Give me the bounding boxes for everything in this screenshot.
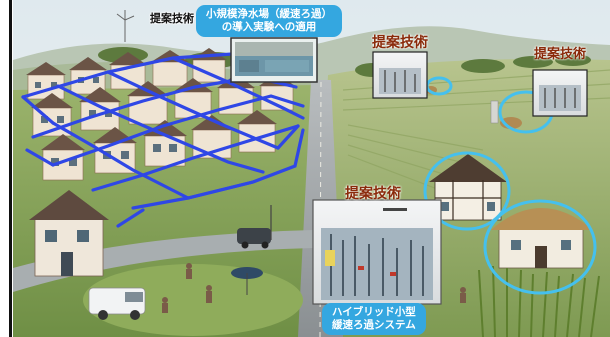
cornfield xyxy=(478,265,600,337)
wind-turbine xyxy=(116,10,135,42)
highlight-circles xyxy=(423,76,597,295)
bottom-info-bubble: ハイブリッド小型 緩速ろ過システム xyxy=(322,303,426,335)
top-info-bubble: 小規模浄水場（緩速ろ過） の導入実験への適用 xyxy=(196,5,342,37)
people xyxy=(162,263,466,313)
tudor-house xyxy=(429,154,507,221)
proposed-tech-label-top: 提案技術 xyxy=(150,12,194,25)
filter-unit-mid xyxy=(372,51,428,99)
water-pipe-network xyxy=(21,50,305,228)
proposed-tech-label-right: 提案技術 xyxy=(534,47,587,62)
filter-unit-large xyxy=(312,199,442,305)
thatched-cottage xyxy=(491,208,593,269)
bottom-bubble-line2: 緩速ろ過システム xyxy=(332,319,416,331)
bottom-bubble-line1: ハイブリッド小型 xyxy=(332,306,416,318)
top-bubble-line2: の導入実験への適用 xyxy=(221,21,317,33)
top-bubble-line1: 小規模浄水場（緩速ろ過） xyxy=(206,8,332,20)
dark-car xyxy=(237,228,271,249)
filter-unit-right xyxy=(532,69,588,117)
white-van xyxy=(88,287,146,320)
left-border-line xyxy=(9,0,12,337)
water-plant-photo xyxy=(230,37,318,83)
foreground-house xyxy=(29,190,109,277)
side-street xyxy=(13,230,313,292)
proposed-tech-label-bottom: 提案技術 xyxy=(345,186,401,202)
proposed-tech-label-mid: 提案技術 xyxy=(372,35,428,51)
silo xyxy=(490,100,499,124)
parasol xyxy=(231,267,263,295)
village-water-scene xyxy=(13,0,610,337)
